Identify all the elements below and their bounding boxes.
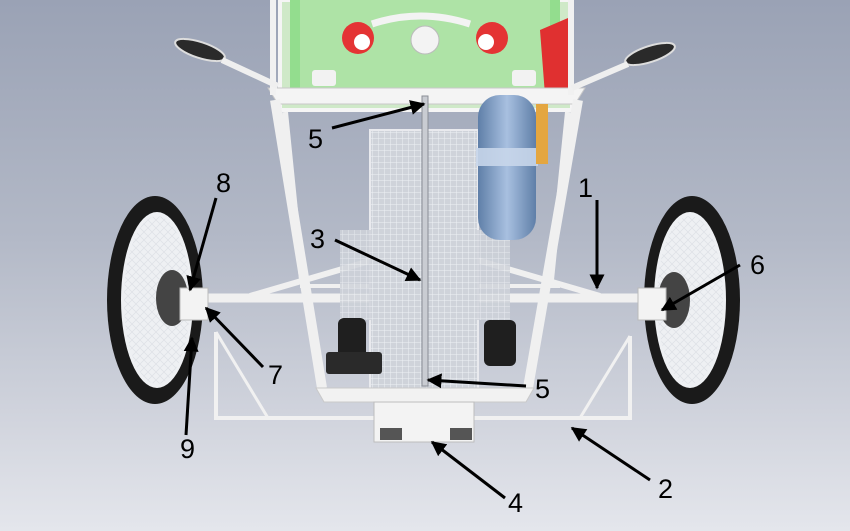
callout-2: 2 <box>658 474 673 504</box>
left-wheel <box>107 196 209 404</box>
arrow-2 <box>570 426 651 482</box>
steering-column <box>421 95 429 387</box>
callout-6: 6 <box>750 250 765 280</box>
right-lamp <box>476 22 508 54</box>
callout-4: 4 <box>508 488 523 518</box>
arrow-3 <box>334 238 422 282</box>
arrow-4 <box>430 440 506 500</box>
arrow-5a <box>331 100 426 130</box>
right-wheel <box>637 196 740 404</box>
red-accent <box>540 18 572 95</box>
lower-frame <box>214 331 632 443</box>
callout-3: 3 <box>310 224 325 254</box>
callout-9: 9 <box>180 434 195 464</box>
callout-5-top: 5 <box>308 124 323 154</box>
callout-labels: 1 2 3 4 5 5 6 7 8 9 <box>180 124 765 518</box>
left-lamp <box>342 22 374 54</box>
upper-body <box>267 0 586 112</box>
gas-cylinder <box>476 95 548 240</box>
arrow-5b <box>426 373 527 389</box>
arrow-7 <box>204 306 265 369</box>
right-mirror <box>570 41 676 91</box>
arrow-9 <box>183 336 199 436</box>
arrow-6 <box>660 263 741 312</box>
callout-1: 1 <box>578 173 593 203</box>
callout-7: 7 <box>268 360 283 390</box>
callout-5-bottom: 5 <box>535 374 550 404</box>
callout-arrows <box>183 100 741 500</box>
callout-8: 8 <box>216 168 231 198</box>
arrow-8 <box>186 197 218 292</box>
right-pedal <box>484 320 516 366</box>
left-mirror <box>174 37 280 89</box>
left-pedal <box>326 318 382 374</box>
